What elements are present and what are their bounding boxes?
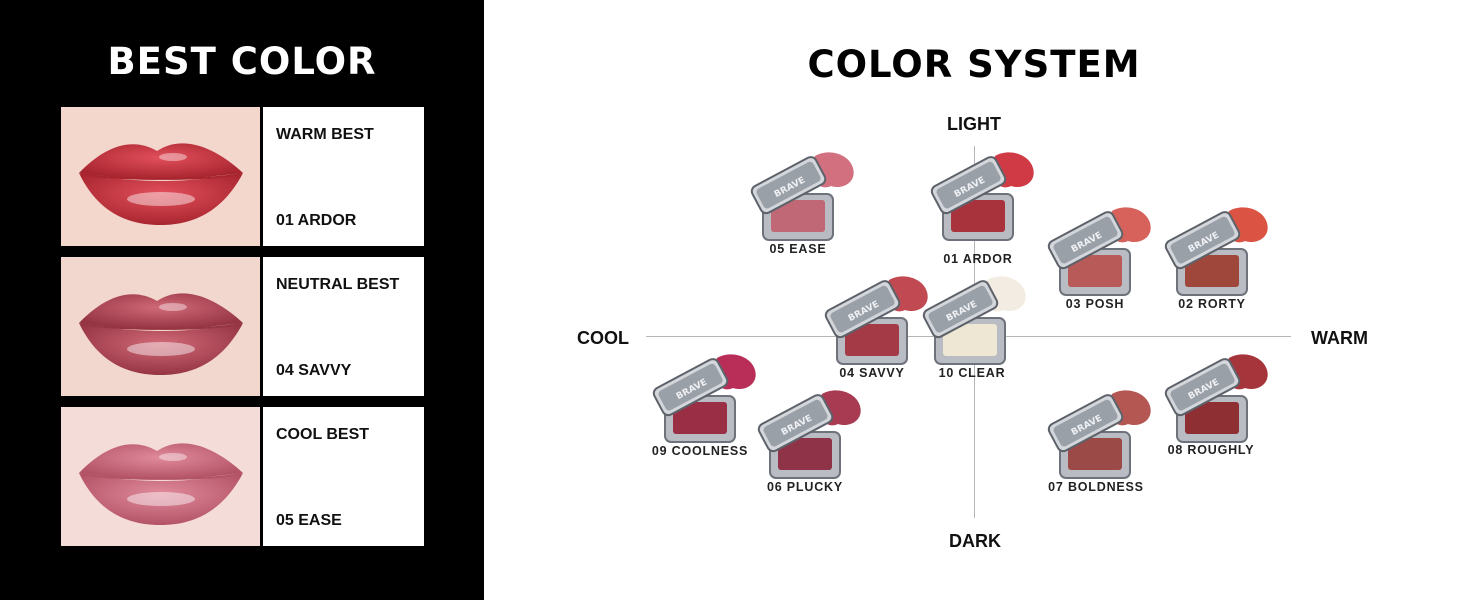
lip-photo-warm — [61, 107, 260, 246]
best-card-cool: COOL BEST 05 EASE — [61, 407, 424, 546]
best-color-panel: BEST COLOR WARM BEST 01 ARDOR NEUTRAL BE… — [0, 0, 484, 600]
shade-label: 09 COOLNESS — [651, 444, 749, 458]
best-tag: NEUTRAL BEST — [276, 276, 400, 293]
shade-label: 06 PLUCKY — [767, 480, 843, 494]
shade-label: 05 EASE — [769, 242, 827, 256]
axis-label-warm: WARM — [1311, 328, 1368, 348]
shade-compact: BRAVE — [749, 148, 859, 248]
shade-compact: BRAVE — [823, 272, 933, 372]
shade-label: 01 ARDOR — [943, 252, 1013, 266]
shade-label: 08 ROUGHLY — [1167, 443, 1255, 457]
best-shade: 01 ARDOR — [276, 212, 357, 229]
shade-label: 07 BOLDNESS — [1048, 480, 1144, 494]
card-divider — [260, 107, 263, 246]
best-card-warm: WARM BEST 01 ARDOR — [61, 107, 424, 246]
axis-label-cool: COOL — [577, 328, 629, 348]
shade-compact: BRAVE — [1163, 350, 1273, 450]
best-tag: WARM BEST — [276, 126, 374, 143]
shade-compact: BRAVE — [1046, 203, 1156, 303]
shade-compact: BRAVE — [929, 148, 1039, 248]
card-divider — [260, 257, 263, 396]
shade-compact: BRAVE — [1163, 203, 1273, 303]
shade-label: 04 SAVVY — [839, 366, 905, 380]
best-color-title: BEST COLOR — [107, 40, 377, 83]
lip-photo-cool — [61, 407, 260, 546]
lip-photo-neutral — [61, 257, 260, 396]
best-tag: COOL BEST — [276, 426, 370, 443]
card-divider — [260, 407, 263, 546]
shade-compact: BRAVE — [921, 272, 1031, 372]
best-card-neutral: NEUTRAL BEST 04 SAVVY — [61, 257, 424, 396]
best-shade: 04 SAVVY — [276, 362, 352, 379]
shade-label: 03 POSH — [1065, 297, 1125, 311]
shade-compact: BRAVE — [1046, 386, 1156, 486]
shade-compact: BRAVE — [756, 386, 866, 486]
shade-label: 10 CLEAR — [938, 366, 1006, 380]
axis-label-dark: DARK — [949, 531, 1001, 551]
best-shade: 05 EASE — [276, 512, 342, 529]
color-system-title: COLOR SYSTEM — [807, 43, 1141, 86]
axis-label-light: LIGHT — [947, 114, 1001, 134]
shade-compact: BRAVE — [651, 350, 761, 450]
shade-label: 02 RORTY — [1178, 297, 1246, 311]
